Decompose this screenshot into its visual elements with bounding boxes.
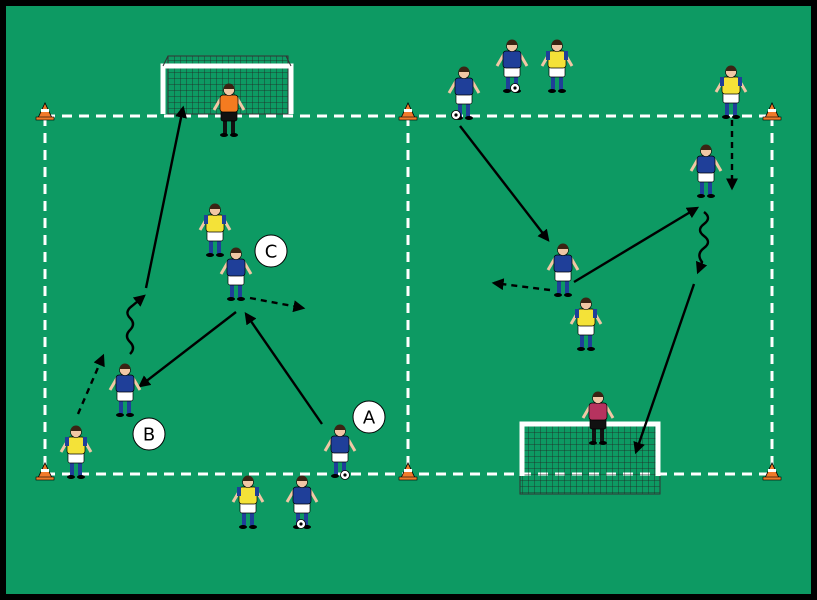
label-b: B (132, 417, 166, 451)
cone-icon (398, 462, 418, 481)
label-b-text: B (143, 425, 155, 446)
run-arrow-c (249, 296, 306, 313)
cone-icon (35, 462, 55, 481)
players (59, 39, 748, 529)
player-blue-c (219, 247, 253, 301)
movement-arrows (76, 105, 738, 455)
player-yellow-right-top (714, 65, 748, 119)
goal-bottom-right (519, 421, 661, 495)
player-yellow-c-defender (198, 203, 232, 257)
shot-arrow-right (633, 283, 696, 455)
goalkeeper-left (212, 83, 246, 137)
label-a: A (352, 400, 386, 434)
cone-icon (398, 102, 418, 121)
shot-arrow-left (144, 105, 187, 289)
player-blue-start-right (447, 66, 481, 120)
ball-icon (451, 110, 461, 120)
pass-arrow-a-to-c (244, 312, 323, 425)
player-yellow-waiting-right (540, 39, 574, 93)
player-blue-right-runner (689, 144, 723, 198)
run-arrow-right-1 (491, 278, 551, 292)
player-blue-right-middle (546, 243, 580, 297)
pitch-surface (6, 6, 811, 594)
player-blue-a (323, 424, 357, 480)
player-yellow-waiting-left (231, 475, 265, 529)
goalkeeper-right (581, 391, 615, 445)
pass-arrow-right-2 (573, 206, 700, 284)
ball-icon (510, 83, 520, 93)
player-yellow-left (59, 425, 93, 479)
cones (35, 102, 782, 481)
cone-icon (35, 102, 55, 121)
pass-arrow-c-to-b (138, 311, 237, 388)
cone-icon (762, 462, 782, 481)
cone-icon (762, 102, 782, 121)
player-blue-waiting-right (495, 39, 529, 93)
label-a-text: A (363, 408, 376, 429)
label-c-text: C (265, 242, 278, 263)
player-blue-waiting-left (285, 475, 319, 529)
label-c: C (254, 234, 288, 268)
dribble-arrow-left (125, 294, 146, 355)
pass-arrow-right-1 (459, 125, 550, 242)
ball-icon (296, 519, 306, 529)
dribble-arrow-right (695, 211, 710, 275)
player-blue-b (108, 363, 142, 417)
player-yellow-right-middle (569, 297, 603, 351)
ball-icon (340, 470, 350, 480)
